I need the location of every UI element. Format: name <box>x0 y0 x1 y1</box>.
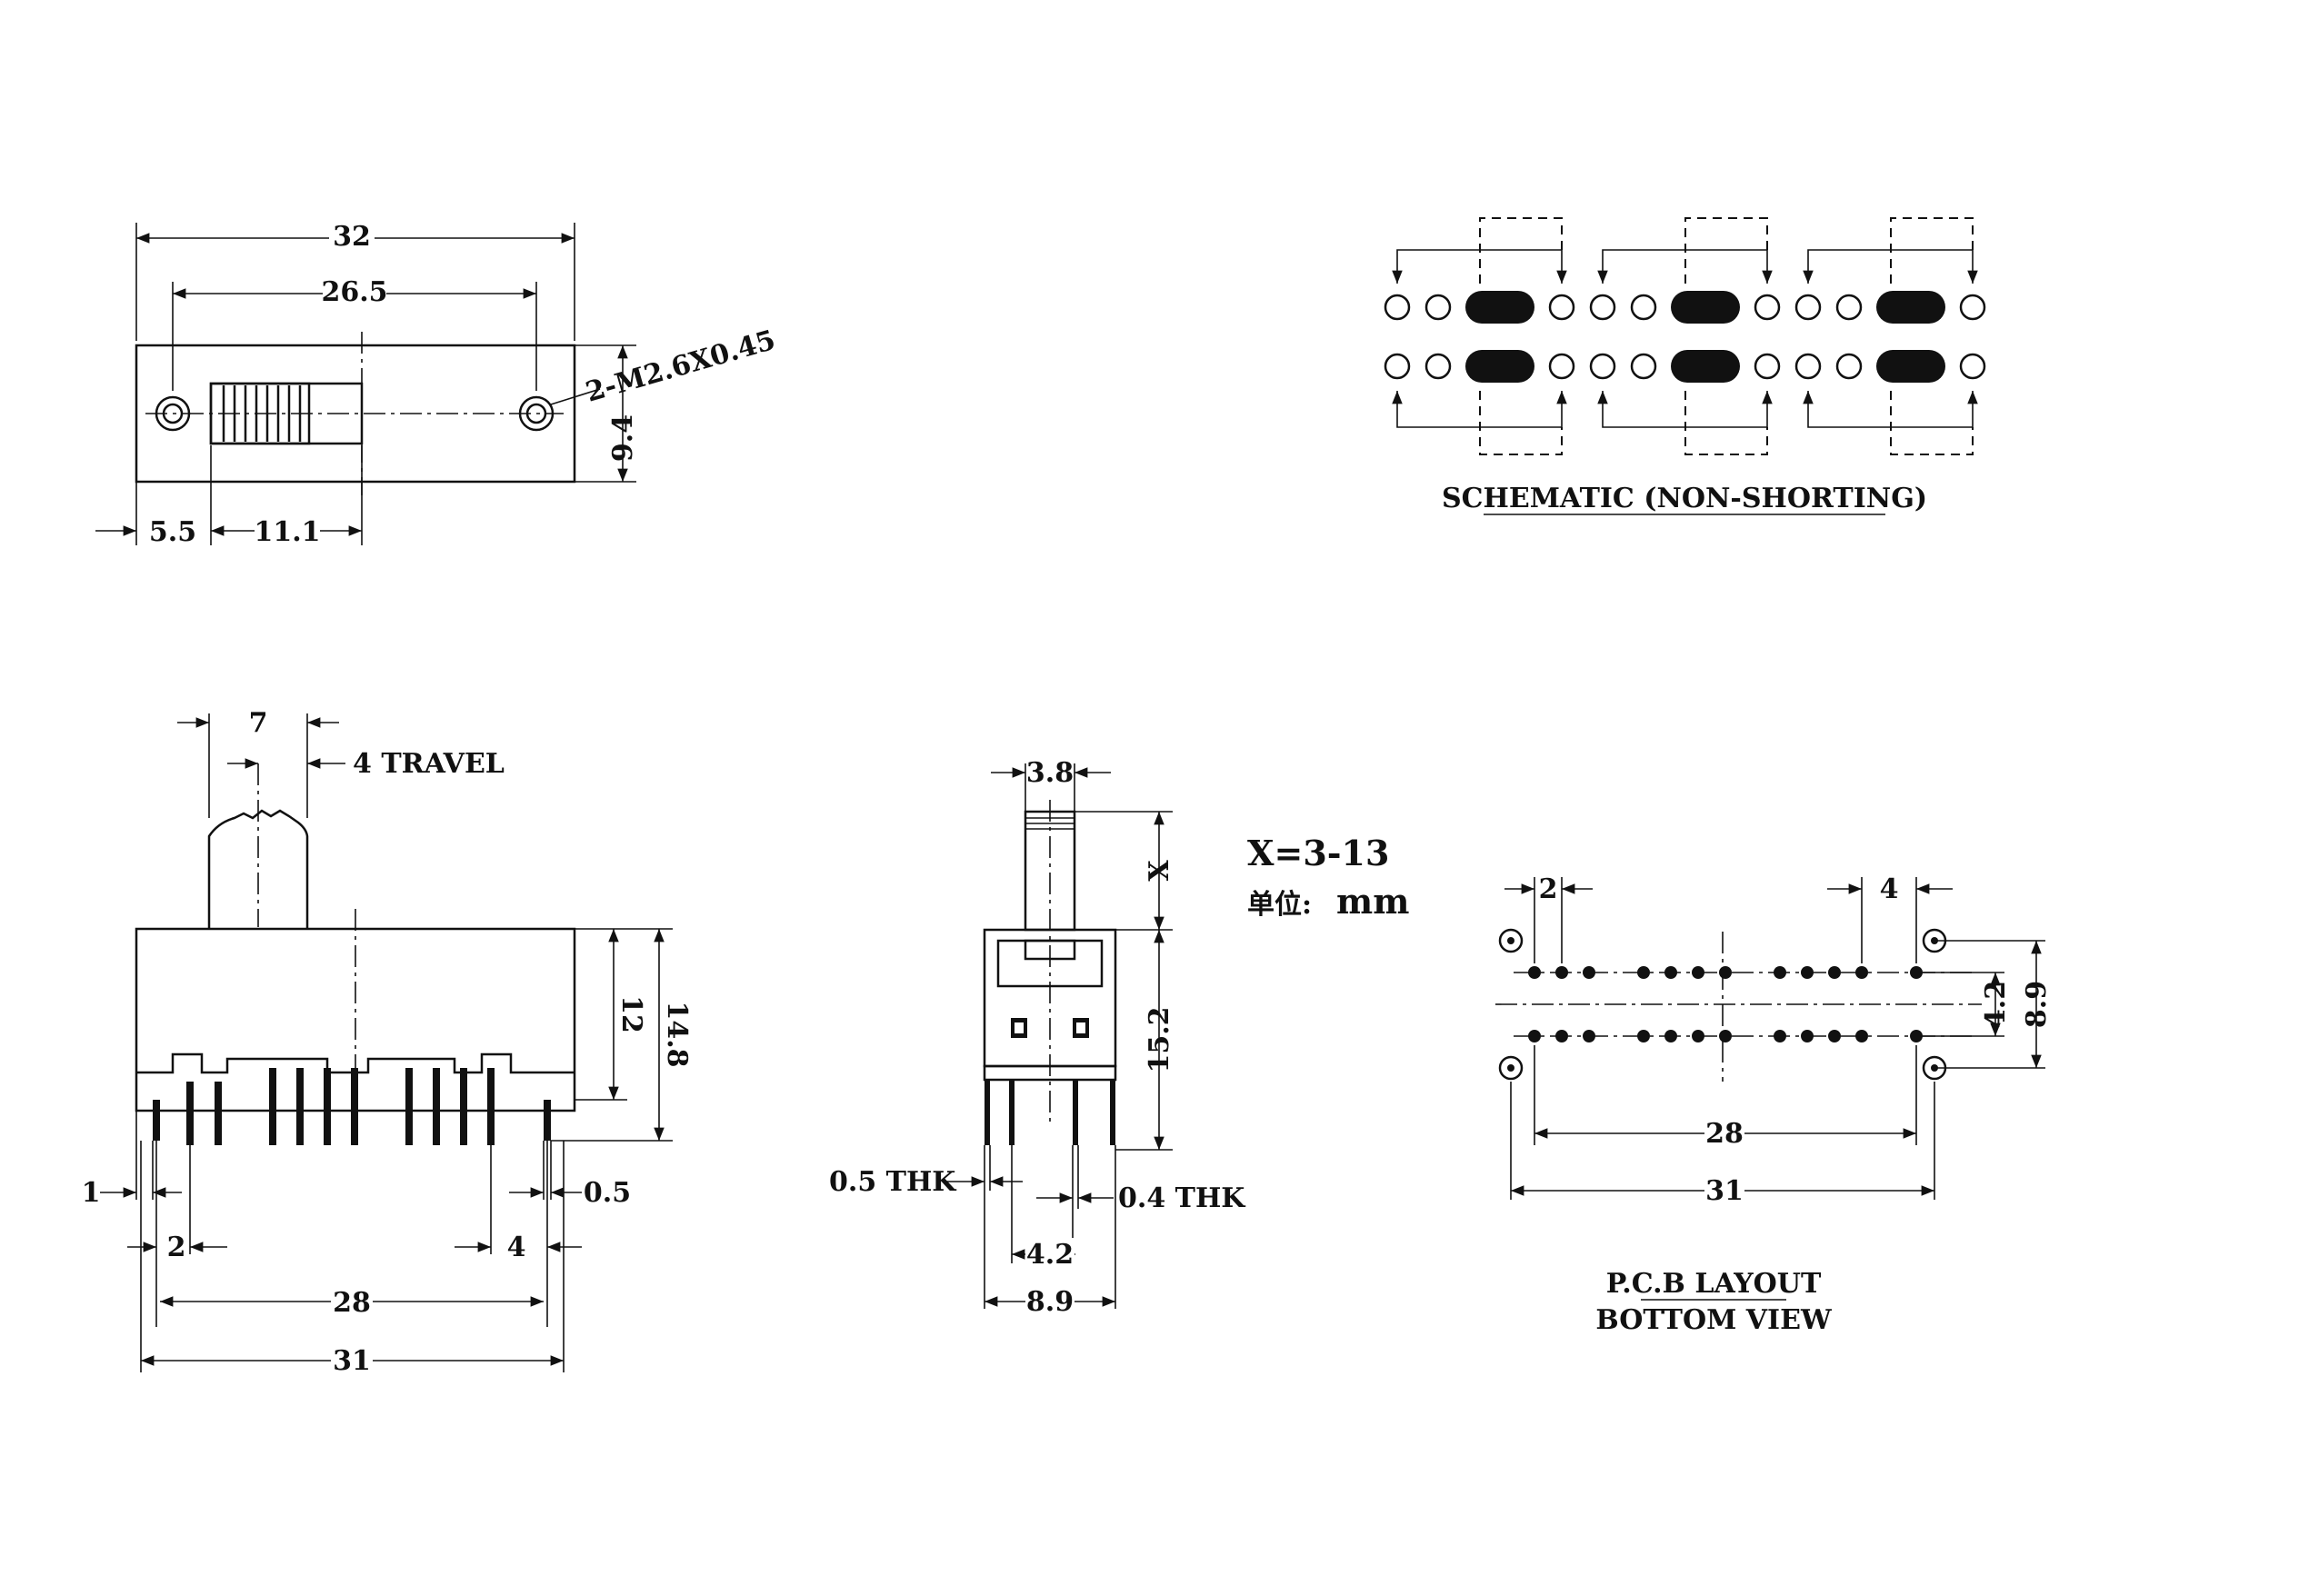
x-range-note: X=3-13 <box>1247 833 1389 873</box>
front-pins <box>153 1068 551 1145</box>
dim-body-height: 12 <box>615 995 647 1033</box>
schematic-pole-3 <box>1794 217 1986 455</box>
pin-thk-right: 0.4 THK <box>1118 1182 1245 1214</box>
mounting-hole-left <box>155 395 191 432</box>
top-body-outline <box>135 344 576 484</box>
pcb-dim-pin-span: 28 <box>1705 1118 1744 1150</box>
dim-pin-spacing: 4.2 <box>1026 1239 1074 1271</box>
dim-overall-depth: 8.9 <box>1026 1286 1074 1318</box>
pcb-dim-hole-span: 31 <box>1705 1175 1744 1207</box>
dim-hole-pitch: 26.5 <box>321 276 387 308</box>
dim-gap: 4 <box>507 1232 526 1263</box>
pcb-layout: 2 4 4.2 8.9 28 31 P.C.B LAYOUT BOTTOM VI… <box>1495 873 2053 1336</box>
dim-height: 9.4 <box>607 414 639 462</box>
pcb-title-line2: BOTTOM VIEW <box>1595 1304 1833 1336</box>
unit-label: 单位: <box>1247 889 1312 921</box>
pcb-dim-overall-depth: 8.9 <box>2021 981 2053 1028</box>
schematic: SCHEMATIC (NON-SHORTING) <box>1384 217 1986 515</box>
dim-pin-pitch: 2 <box>167 1232 186 1263</box>
dim-total-height: 14.8 <box>661 1001 693 1067</box>
notes: X=3-13 单位: mm <box>1247 833 1409 922</box>
dim-pin-width-right: 0.5 <box>584 1177 631 1209</box>
dim-overall-width: 32 <box>333 221 371 253</box>
travel-label: 4 TRAVEL <box>353 748 505 780</box>
front-knob <box>207 809 309 929</box>
pcb-pads <box>1528 966 1923 1042</box>
mounting-hole-right <box>518 395 555 432</box>
pin-thk-left: 0.5 THK <box>829 1166 956 1198</box>
pcb-dim-row-spacing: 4.2 <box>1980 981 2012 1028</box>
schematic-pole-1 <box>1384 217 1575 455</box>
dim-pin-width-left: 1 <box>82 1177 101 1209</box>
top-view: 32 26.5 9.4 <box>95 218 779 548</box>
hole-note: 2-M2.6X0.45 <box>583 324 779 409</box>
pcb-dim-pitch: 2 <box>1539 873 1558 905</box>
pcb-title-line1: P.C.B LAYOUT <box>1606 1268 1822 1300</box>
side-pins <box>985 1080 1115 1145</box>
schematic-title: SCHEMATIC (NON-SHORTING) <box>1442 483 1927 514</box>
dim-knob-thickness: 3.8 <box>1026 757 1074 789</box>
side-view: 3.8 X 15.2 0.5 THK <box>829 757 1245 1318</box>
dim-knob-width: 11.1 <box>254 516 320 548</box>
dim-offset-left: 5.5 <box>149 516 196 548</box>
pcb-dim-gap: 4 <box>1880 873 1899 905</box>
front-view: 7 4 TRAVEL 12 <box>82 707 693 1377</box>
dim-body-height: 15.2 <box>1144 1006 1175 1072</box>
dim-pin-span: 28 <box>333 1287 371 1319</box>
dim-knob-height: X <box>1144 860 1175 882</box>
dim-overall-width: 31 <box>333 1345 371 1377</box>
schematic-pole-2 <box>1589 217 1781 455</box>
dim-knob-width: 7 <box>249 707 268 739</box>
knob-ribs <box>209 382 311 445</box>
unit-value: mm <box>1336 881 1409 922</box>
